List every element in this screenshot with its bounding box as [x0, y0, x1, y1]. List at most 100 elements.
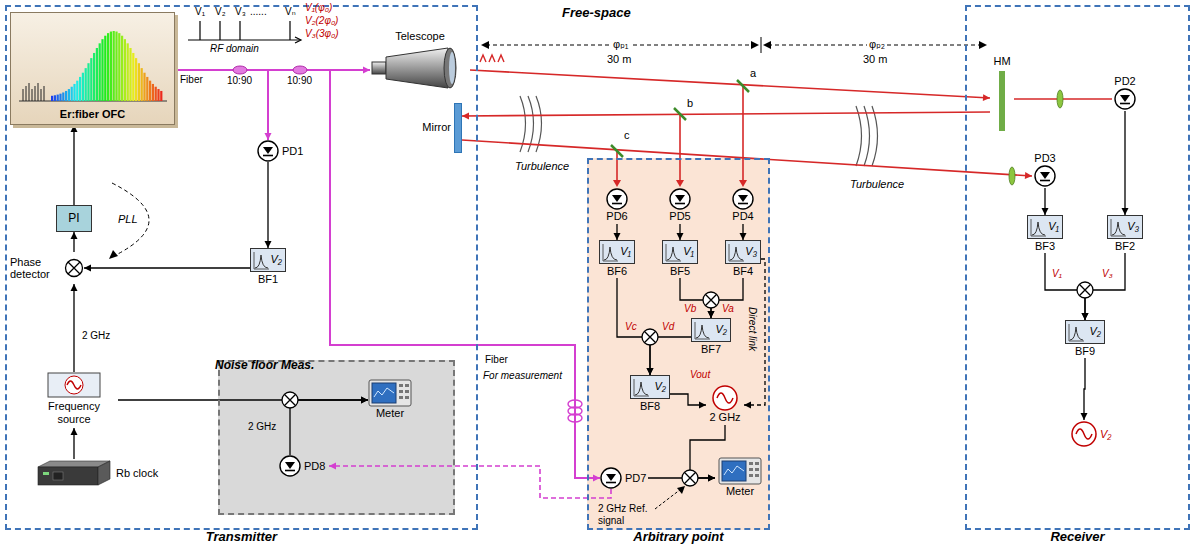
- region-panel: ReceiverHMPD2PD3V₁BF3V₃BF2V₂BF9V₂: [965, 5, 1190, 530]
- meter-icon: [749, 462, 753, 465]
- photodiode-label: PD3: [1034, 152, 1055, 165]
- mixer-icon: [64, 258, 84, 278]
- splitter-label: b: [687, 97, 693, 110]
- turbulence: [864, 106, 870, 166]
- meter-icon: [749, 468, 753, 471]
- filter-box: [603, 244, 618, 261]
- photodiode-icon: [280, 456, 300, 476]
- photodiode-icon: [1040, 172, 1050, 179]
- spectrum-icon: [104, 36, 106, 101]
- spectrum-icon: [76, 81, 78, 101]
- spectrum-icon: [157, 89, 159, 101]
- filter-box: [1032, 222, 1045, 235]
- photodiode-icon: [1040, 180, 1050, 182]
- bandpass-filter: V₂BF7: [691, 318, 731, 356]
- filter-box: [604, 247, 617, 260]
- frequency-label: V₃: [1127, 220, 1139, 233]
- connector: [614, 224, 621, 240]
- frequency-label: V₂: [215, 6, 226, 18]
- spectrum-icon: [146, 77, 148, 101]
- filter-box: [255, 255, 268, 268]
- photodiode-icon: [279, 455, 301, 477]
- meter-icon: [749, 474, 753, 477]
- beam-splitter: [674, 108, 686, 120]
- filter-box: V₁: [662, 240, 698, 264]
- rf-spectrum: [295, 37, 301, 43]
- photodiode-label: PD5: [669, 210, 690, 223]
- region-panel: Arbitrary pointPD6PD5PD4V₁BF6V₁BF5V₃BF4V…: [587, 158, 770, 530]
- photodiode-icon: [732, 188, 754, 210]
- filter-box: V₁: [599, 240, 635, 264]
- meter-icon: [719, 458, 761, 484]
- spectrum-icon: [23, 89, 24, 101]
- spectrum-icon: [44, 86, 45, 101]
- filter-label: BF5: [670, 265, 690, 278]
- frequency-label: ......: [250, 6, 267, 18]
- fiber-label: Fiber: [485, 354, 508, 366]
- meter: Meter: [368, 379, 412, 421]
- arrowhead: [1082, 313, 1089, 320]
- spectrum-icon: [149, 81, 151, 101]
- split-beam: [616, 151, 618, 181]
- spectrum-icon: [35, 86, 36, 101]
- signal-label: Vc: [625, 321, 637, 333]
- arrowhead: [614, 233, 621, 240]
- filter-box: [727, 241, 745, 263]
- connector-line: [175, 70, 600, 478]
- arrowhead: [462, 112, 469, 119]
- photodiode-icon: [1114, 88, 1136, 110]
- signal-label: V₁(φ₀): [305, 2, 332, 14]
- connector: [677, 224, 684, 240]
- spectrum-icon: [115, 32, 117, 101]
- phase-detector: Phase detector: [10, 252, 84, 284]
- mixer-symbol: [282, 392, 298, 408]
- spectrum-icon: [51, 96, 53, 101]
- photodiode-icon: [263, 155, 273, 157]
- spectrum-icon: [155, 87, 157, 101]
- filter-box: [1109, 216, 1127, 238]
- coupler-ratio: 10:90: [227, 75, 252, 87]
- rf-spectrum: [188, 39, 300, 40]
- source-icon: [47, 372, 101, 398]
- region-label: Transmitter: [7, 529, 476, 544]
- photodiode-icon: [675, 195, 685, 202]
- split-beam-head: [613, 180, 747, 187]
- signal-label: V₂: [1100, 428, 1112, 441]
- spectrum-icon: [79, 77, 81, 101]
- meter-icon: [405, 390, 409, 393]
- bandpass-filter: V₁BF6: [599, 240, 635, 278]
- filter-box: [729, 244, 744, 261]
- arrowhead: [265, 133, 272, 140]
- arrowhead: [708, 311, 715, 318]
- section-title: Free-space: [562, 5, 631, 20]
- filter-box: [1070, 327, 1083, 340]
- turbulence-label: Turbulence: [850, 178, 904, 191]
- photodiode-icon: [606, 188, 628, 210]
- connector-line: [329, 466, 611, 498]
- arrowhead: [708, 475, 715, 482]
- bandpass-filter: V₃BF2: [1107, 215, 1143, 253]
- filter-box: V₂: [691, 318, 731, 342]
- filter-box: [664, 241, 682, 263]
- spectrum-icon: [143, 73, 145, 101]
- connector: [71, 284, 78, 372]
- filter-box: [1112, 222, 1125, 235]
- arrowhead: [361, 397, 368, 404]
- source-icon: [48, 373, 100, 397]
- connector: [1042, 188, 1049, 215]
- bandpass-filter: V₁BF3: [1027, 215, 1063, 253]
- mixer-symbol: [642, 329, 658, 345]
- photodiode-icon: [1120, 103, 1130, 105]
- photodiode: PD1: [257, 140, 303, 162]
- spectrum-icon: [96, 48, 98, 101]
- connector-line: [462, 112, 990, 116]
- mixer-symbol: [1079, 284, 1090, 295]
- half-mirror: HM: [990, 55, 1014, 135]
- spectrum-icon: [107, 33, 109, 101]
- filter-label: BF1: [258, 273, 278, 286]
- distance-arrowhead: [751, 41, 759, 49]
- connector: [744, 259, 765, 409]
- telescope-icon: [370, 43, 470, 93]
